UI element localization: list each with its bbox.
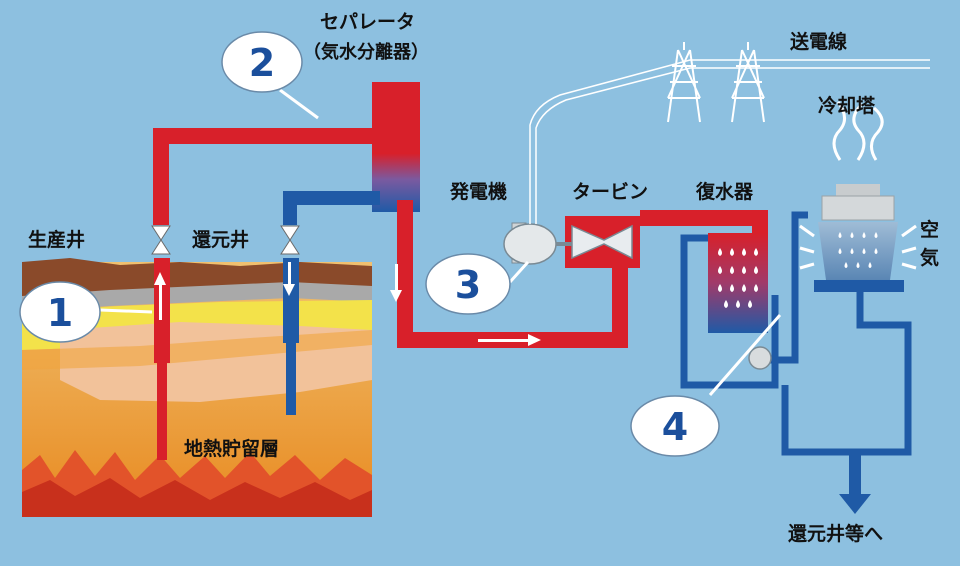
brine-pipe-to-reinjection bbox=[283, 191, 380, 225]
production-well-valve bbox=[151, 225, 171, 255]
reinjection-well-label: 還元井 bbox=[192, 229, 249, 251]
turbine bbox=[565, 216, 640, 268]
brine-pipes bbox=[283, 191, 380, 225]
air-label-2: 気 bbox=[920, 246, 939, 269]
cooling-pipe-to-tower bbox=[765, 211, 808, 364]
air-inflow-arrows bbox=[799, 224, 917, 270]
callout-pointers bbox=[99, 88, 782, 396]
cooling-pipe-loop-left bbox=[680, 234, 779, 389]
generator bbox=[503, 222, 572, 265]
callout-2: 2 bbox=[221, 31, 303, 93]
cooling-water-circuit bbox=[680, 211, 912, 456]
reinjection-well-casing bbox=[283, 258, 299, 343]
transmission-tower-1 bbox=[667, 42, 701, 123]
callout-3: 3 bbox=[425, 253, 511, 315]
to-reinjection-label: 還元井等へ bbox=[788, 522, 883, 545]
separator-vessel bbox=[372, 82, 420, 212]
reinjection-well-bore bbox=[286, 340, 296, 415]
transmission-line-label: 送電線 bbox=[790, 30, 847, 53]
callout-1: 1 bbox=[19, 281, 101, 343]
turbine-label: タービン bbox=[572, 181, 648, 203]
air-label-1: 空 bbox=[920, 218, 939, 241]
callout-2-number: 2 bbox=[249, 41, 275, 85]
reinjection-well-valve bbox=[280, 225, 300, 255]
production-well-bore bbox=[157, 360, 167, 460]
pump bbox=[748, 346, 772, 370]
generator-label: 発電機 bbox=[449, 180, 507, 203]
separator-sublabel: （気水分離器） bbox=[303, 41, 429, 63]
condenser bbox=[708, 233, 768, 333]
callout-4-number: 4 bbox=[662, 405, 688, 449]
steam-pipe-to-separator bbox=[153, 128, 380, 225]
production-well-label: 生産井 bbox=[28, 228, 85, 251]
drain-arrow bbox=[839, 452, 871, 514]
transmission-tower-2 bbox=[731, 42, 765, 123]
cooling-pipe-drain bbox=[781, 385, 855, 456]
callout-3-number: 3 bbox=[455, 263, 481, 307]
reservoir-label: 地熱貯留層 bbox=[184, 437, 279, 460]
flow-arrows bbox=[154, 262, 541, 346]
callout-4: 4 bbox=[630, 395, 720, 457]
callout-1-number: 1 bbox=[47, 291, 73, 335]
separator-label: セパレータ bbox=[320, 11, 415, 33]
cooling-tower bbox=[799, 101, 917, 292]
transmission-line bbox=[529, 59, 930, 224]
cooling-tower-label: 冷却塔 bbox=[818, 94, 876, 117]
condenser-label: 復水器 bbox=[695, 180, 754, 203]
cooling-pipe-return bbox=[855, 290, 912, 456]
